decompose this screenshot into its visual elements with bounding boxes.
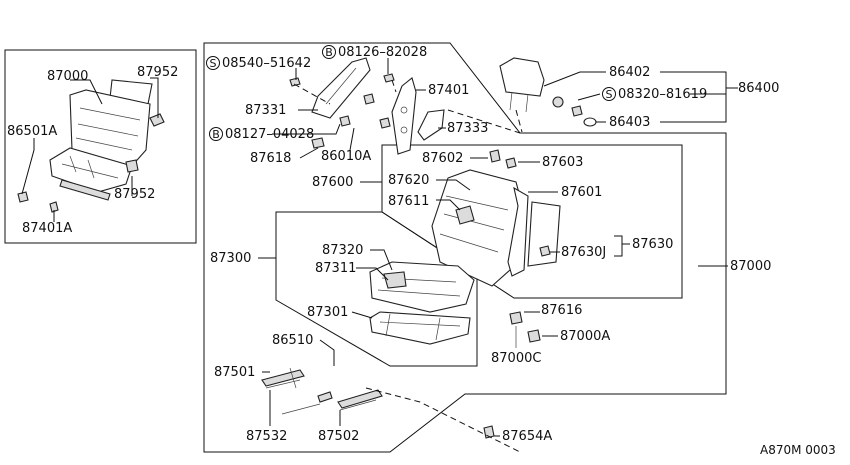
label-87333: 87333 (447, 121, 488, 136)
label-86010A: 86010A (321, 149, 371, 164)
label-87502: 87502 (318, 429, 359, 444)
inset-seat-drawing (17, 79, 165, 213)
screw-08320 (571, 105, 583, 117)
symbol-B-08127 (209, 127, 223, 141)
pad-87611 (455, 205, 475, 225)
label-87301: 87301 (307, 305, 348, 320)
label-87300: 87300 (210, 251, 251, 266)
frame-87601 (507, 186, 529, 277)
symbol-S-08320-text: S (606, 88, 613, 101)
bracket-group (289, 57, 445, 155)
frame-87301 (369, 311, 471, 345)
cap-86403 (583, 117, 597, 127)
bolt-87000A (527, 329, 541, 343)
label-87311: 87311 (315, 261, 356, 276)
label-87620: 87620 (388, 173, 429, 188)
label-87000-inset: 87000 (47, 69, 88, 84)
label-08320-81619: 08320–81619 (618, 87, 707, 102)
label-08126-82028: 08126–82028 (338, 45, 427, 60)
recliner-cover-87331 (311, 57, 371, 119)
label-87952-bottom: 87952 (114, 187, 155, 202)
clip-87616 (509, 311, 523, 325)
inset-bolt-lower (49, 201, 59, 213)
label-87952-top: 87952 (137, 65, 178, 80)
inset-clip-upper (149, 113, 165, 127)
label-86501A: 86501A (7, 124, 57, 139)
label-86402: 86402 (609, 65, 650, 80)
label-08540-51642: 08540–51642 (222, 56, 311, 71)
symbol-B-08127-text: B (212, 128, 220, 141)
fasteners-right (509, 311, 541, 348)
clip-87630J (539, 245, 551, 257)
cushion-box (275, 211, 478, 367)
label-87603: 87603 (542, 155, 583, 170)
plate-87333 (417, 109, 445, 141)
inset-clip-lower (125, 159, 139, 173)
guide-86403-ring (552, 96, 564, 108)
label-87401A: 87401A (22, 221, 72, 236)
main-outline (203, 42, 727, 453)
label-86403: 86403 (609, 115, 650, 130)
headrest-86402 (499, 57, 545, 97)
label-87320: 87320 (322, 243, 363, 258)
label-87331: 87331 (245, 103, 286, 118)
bolt-08126 (383, 73, 395, 83)
label-87630J: 87630J (561, 245, 606, 260)
label-87401: 87401 (428, 83, 469, 98)
label-86510: 86510 (272, 333, 313, 348)
label-87630: 87630 (632, 237, 673, 252)
cushion-87320 (369, 261, 475, 313)
label-87000C: 87000C (491, 351, 541, 366)
label-08127-04028: 08127–04028 (225, 127, 314, 142)
inset-frame (4, 49, 197, 244)
headrest-group (499, 57, 597, 127)
nut-86010A (379, 117, 391, 129)
label-87000A: 87000A (560, 329, 610, 344)
seatback-box (381, 144, 683, 299)
label-87616: 87616 (541, 303, 582, 318)
clip-87603 (505, 157, 517, 169)
inset-rail (59, 179, 111, 201)
bolt-08127 (339, 115, 351, 127)
label-87601: 87601 (561, 185, 602, 200)
clip-87618 (311, 137, 325, 149)
bolt-inner (363, 93, 375, 105)
label-87000-main: 87000 (730, 259, 771, 274)
label-87501: 87501 (214, 365, 255, 380)
symbol-S-08540-text: S (210, 57, 217, 70)
board-87630 (527, 201, 561, 267)
bolt-08540 (289, 77, 301, 87)
label-87654A: 87654A (502, 429, 552, 444)
label-87600: 87600 (312, 175, 353, 190)
label-87602: 87602 (422, 151, 463, 166)
symbol-S-08540 (206, 56, 220, 70)
seatback-drawing (431, 149, 561, 287)
pad-87311 (383, 271, 407, 289)
inset-bolt-left (17, 191, 29, 203)
rail-87502 (337, 389, 383, 409)
symbol-B-08126 (322, 45, 336, 59)
symbol-S-08320 (602, 87, 616, 101)
rails-drawing (261, 367, 495, 439)
symbol-B-08126-text: B (325, 46, 333, 59)
label-87618: 87618 (250, 151, 291, 166)
diagram-caption: A870M 0003 (760, 443, 836, 457)
label-87532: 87532 (246, 429, 287, 444)
label-86400: 86400 (738, 81, 779, 96)
recliner-bracket-87401 (391, 77, 417, 155)
rail-87501 (261, 369, 305, 387)
lever-86510 (317, 391, 333, 403)
clip-87602 (489, 149, 501, 163)
label-87611: 87611 (388, 194, 429, 209)
cushion-drawing (369, 261, 475, 345)
